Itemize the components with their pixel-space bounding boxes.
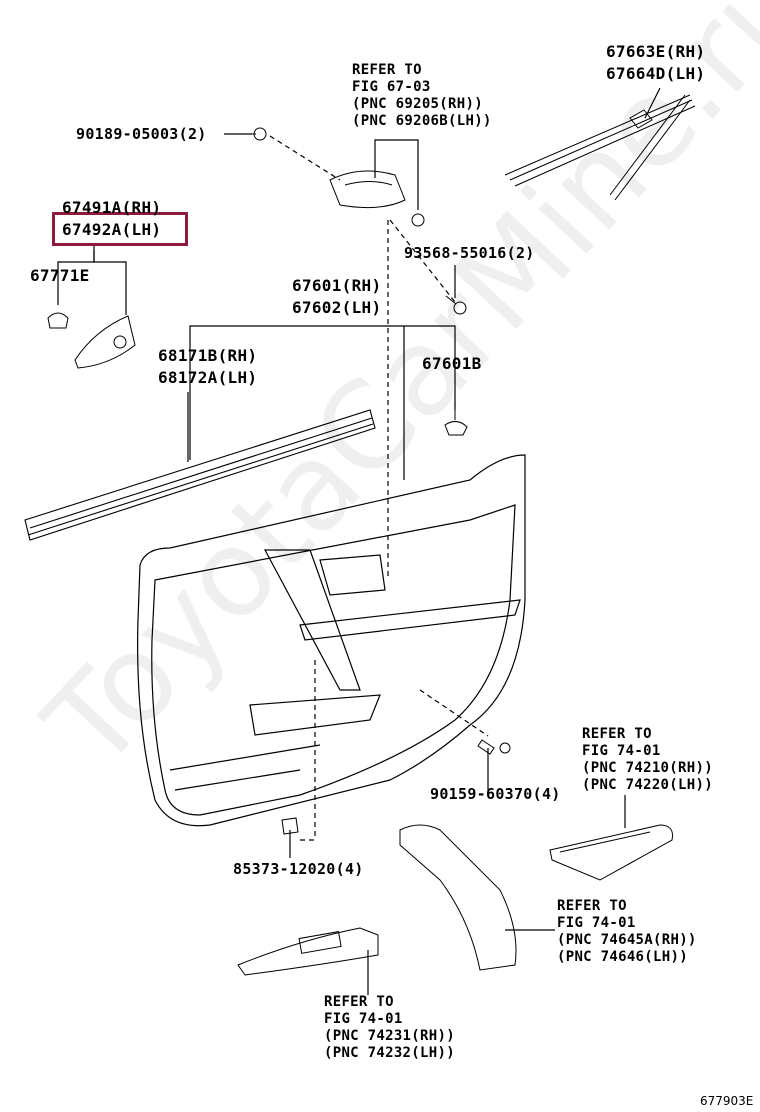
ref-67-03-line3: (PNC 69205(RH)) xyxy=(352,96,483,112)
part-67771e: 67771E xyxy=(30,266,90,285)
ref-74-01-c-line3: (PNC 74231(RH)) xyxy=(324,1028,455,1044)
part-67491a: 67491A(RH) xyxy=(62,198,162,217)
part-67602: 67602(LH) xyxy=(292,298,382,317)
part-67601b: 67601B xyxy=(422,354,482,373)
ref-74-01-a-line3: (PNC 74210(RH)) xyxy=(582,760,713,776)
part-68171b: 68171B(RH) xyxy=(158,346,258,365)
ref-67-03-line2: FIG 67-03 xyxy=(352,79,431,95)
part-90189: 90189-05003(2) xyxy=(76,125,207,143)
ref-74-01-b-line3: (PNC 74645A(RH)) xyxy=(557,932,697,948)
figure-id: 677903E xyxy=(700,1094,754,1108)
part-68172a: 68172A(LH) xyxy=(158,368,258,387)
highlight-box xyxy=(52,212,188,246)
part-67492a: 67492A(LH) xyxy=(62,220,162,239)
part-67601: 67601(RH) xyxy=(292,276,382,295)
ref-74-01-c-line4: (PNC 74232(LH)) xyxy=(324,1045,455,1061)
ref-67-03-line4: (PNC 69206B(LH)) xyxy=(352,113,492,129)
ref-74-01-c-line2: FIG 74-01 xyxy=(324,1011,403,1027)
ref-74-01-a-line2: FIG 74-01 xyxy=(582,743,661,759)
part-90159: 90159-60370(4) xyxy=(430,785,561,803)
ref-74-01-a-line1: REFER TO xyxy=(582,726,652,742)
ref-74-01-c-line1: REFER TO xyxy=(324,994,394,1010)
ref-67-03-line1: REFER TO xyxy=(352,62,422,78)
ref-74-01-b-line4: (PNC 74646(LH)) xyxy=(557,949,688,965)
part-67664d: 67664D(LH) xyxy=(606,64,706,83)
ref-74-01-b-line1: REFER TO xyxy=(557,898,627,914)
part-67663e: 67663E(RH) xyxy=(606,42,706,61)
part-85373: 85373-12020(4) xyxy=(233,860,364,878)
ref-74-01-b-line2: FIG 74-01 xyxy=(557,915,636,931)
ref-74-01-a-line4: (PNC 74220(LH)) xyxy=(582,777,713,793)
part-93568: 93568-55016(2) xyxy=(404,244,535,262)
